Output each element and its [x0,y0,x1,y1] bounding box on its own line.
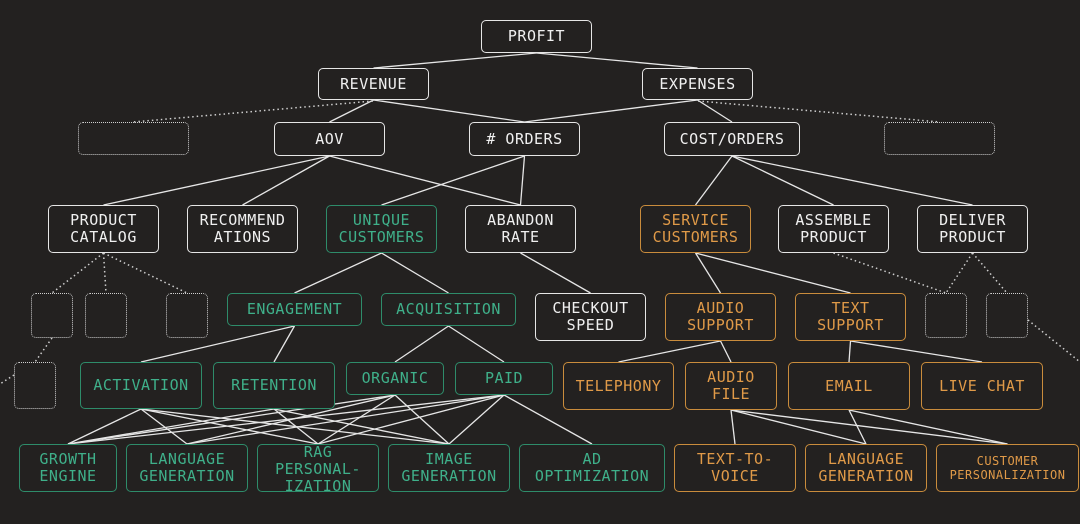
connector-line [697,99,733,123]
node-service-customers: SERVICE CUSTOMERS [640,205,751,253]
connector-line [67,408,275,445]
node-engagement: ENGAGEMENT [227,293,362,326]
connector-line [242,155,330,206]
connector-line [67,408,142,445]
connector-line [103,155,330,206]
node-aov: AOV [274,122,385,156]
connector-line [317,394,396,445]
connector-line [294,252,382,294]
connector-line [381,252,449,294]
node-orders: # ORDERS [469,122,580,156]
connector-line [731,155,973,206]
node-abandon-rate: ABANDON RATE [465,205,576,253]
connector-line [394,325,449,363]
connector-line [694,252,722,294]
placeholder-node [78,122,189,155]
node-ad-optimization: AD OPTIMIZATION [519,444,665,492]
connector-line [273,408,450,445]
node-product-catalog: PRODUCT CATALOG [48,205,159,253]
connector-line [833,252,947,294]
connector-line [186,394,505,445]
connector-line [448,325,505,363]
connector-line [273,325,296,363]
node-live-chat: LIVE CHAT [921,362,1043,410]
node-email: EMAIL [788,362,910,410]
node-activation: ACTIVATION [80,362,202,409]
node-organic: ORGANIC [346,362,444,395]
connector-line [730,409,1008,445]
connector-line [67,394,505,445]
connector-line [381,155,525,206]
placeholder-node [166,293,208,338]
connector-line [503,394,593,445]
connector-line [317,394,505,445]
placeholder-node [14,362,56,409]
node-assemble-product: ASSEMBLE PRODUCT [778,205,889,253]
connector-line [945,252,974,294]
node-profit: PROFIT [481,20,592,53]
connector-line [850,340,983,363]
connector-line [329,155,521,206]
connector-line [67,394,396,445]
connector-line [536,52,698,69]
connector-line [520,252,591,294]
connector-line [730,409,867,445]
connector-line [373,99,525,123]
connector-line [618,340,721,363]
node-image-generation: IMAGE GENERATION [388,444,510,492]
node-expenses: EXPENSES [642,68,753,100]
node-audio-file: AUDIO FILE [685,362,777,410]
connector-line [140,325,295,363]
node-retention: RETENTION [213,362,335,409]
connector-line [448,394,505,445]
connector-line [524,99,698,123]
connector-line [848,340,852,363]
connector-line [51,252,104,294]
placeholder-node [85,293,127,338]
connector-line [730,409,736,445]
connector-line [103,252,188,294]
placeholder-node [925,293,967,338]
node-growth-engine: GROWTH ENGINE [19,444,117,492]
connector-line [329,99,374,123]
connector-line [519,155,526,206]
connector-line [848,409,1008,445]
connector-line [0,374,15,385]
node-audio-support: AUDIO SUPPORT [665,293,776,341]
node-deliver-product: DELIVER PRODUCT [917,205,1028,253]
node-paid: PAID [455,362,553,395]
node-revenue: REVENUE [318,68,429,100]
node-text-support: TEXT SUPPORT [795,293,906,341]
node-text-to-voice: TEXT-TO- VOICE [674,444,796,492]
node-cost-orders: COST/ORDERS [664,122,800,156]
placeholder-node [986,293,1028,338]
node-language-generation: LANGUAGE GENERATION [805,444,927,492]
connector-line [971,252,1008,294]
connector-line [695,252,851,294]
node-rag-personalization: RAG PERSONAL- IZATION [257,443,379,494]
node-language-generation: LANGUAGE GENERATION [126,444,248,492]
node-recommendations: RECOMMEND ATIONS [187,205,298,253]
node-acquisition: ACQUISITION [381,293,516,326]
connector-line [102,252,107,294]
connector-line [697,100,941,123]
connector-line [731,155,834,206]
connector-line [1027,319,1080,363]
connector-line [694,155,733,206]
connector-line [373,52,537,69]
connector-line [719,340,732,363]
node-unique-customers: UNIQUE CUSTOMERS [326,205,437,253]
placeholder-node [884,122,995,155]
node-telephony: TELEPHONY [563,362,674,410]
connector-line [848,409,867,445]
connector-line [394,394,450,445]
connector-line [140,408,188,445]
placeholder-node [31,293,73,338]
node-customer-personalization: CUSTOMER PERSONALIZATION [936,444,1079,492]
connector-line [34,337,53,363]
node-checkout-speed: CHECKOUT SPEED [535,293,646,341]
